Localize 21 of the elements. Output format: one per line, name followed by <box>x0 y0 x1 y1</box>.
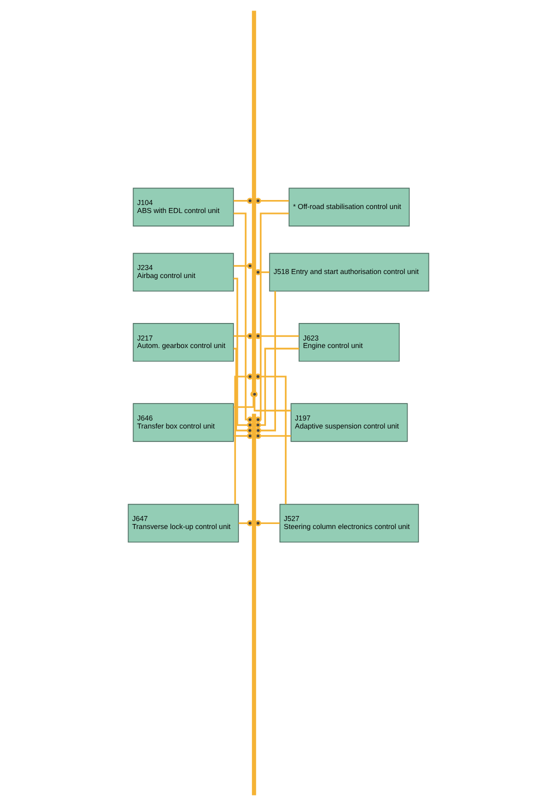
connector <box>233 347 252 434</box>
connector <box>254 373 286 504</box>
connector <box>233 432 253 438</box>
connector <box>233 197 253 204</box>
connector <box>233 212 253 422</box>
connector <box>254 197 288 204</box>
node-bar <box>251 413 256 795</box>
connector <box>254 347 299 428</box>
connector <box>254 332 298 339</box>
connector <box>233 332 253 339</box>
connector <box>254 432 290 438</box>
connector <box>251 390 290 411</box>
connector <box>233 262 253 268</box>
connector <box>254 212 288 422</box>
connector <box>238 520 253 526</box>
node-bar <box>251 10 256 392</box>
connector <box>232 277 253 428</box>
connector <box>234 373 253 504</box>
connector <box>254 520 280 526</box>
connector <box>254 268 270 275</box>
connector <box>254 290 276 434</box>
